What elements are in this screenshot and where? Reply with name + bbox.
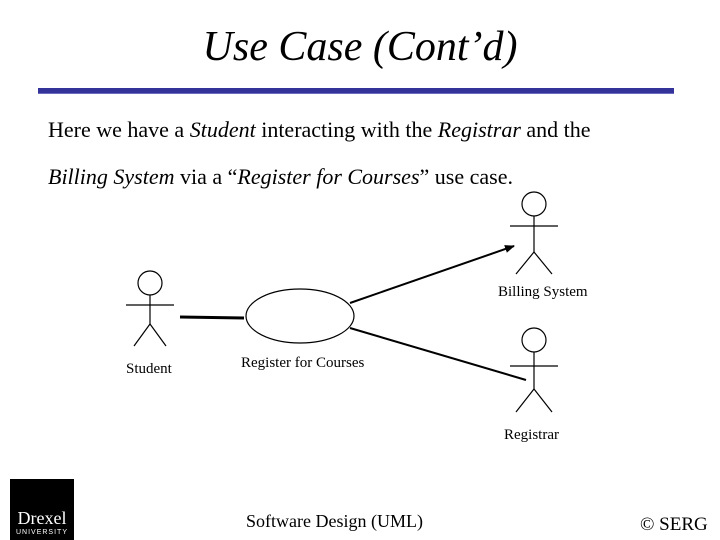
billing-system-label: Billing System [498, 284, 588, 300]
billing-actor-head [521, 191, 547, 217]
student-actor [126, 270, 174, 347]
billing-system-actor [510, 191, 558, 275]
intro-text-5: ” use case. [419, 164, 513, 189]
billing-actor-left-leg [515, 251, 535, 275]
footer-course-title: Software Design (UML) [246, 511, 423, 531]
billing-actor-right-leg [533, 251, 553, 275]
intro-text-1: Here we have a [48, 117, 190, 142]
student-actor-right-leg [149, 323, 167, 347]
register-for-courses-use-case [245, 288, 355, 344]
use-case-to-registrar-association [349, 327, 527, 381]
logo-wordmark: Drexel [17, 508, 67, 528]
intro-billing: Billing System [48, 164, 175, 189]
registrar-label: Registrar [504, 427, 559, 443]
registrar-actor-right-leg [533, 388, 553, 413]
use-case-to-billing-arrow [349, 245, 515, 304]
drexel-logo: Drexel UNIVERSITY [10, 479, 74, 540]
intro-text-3: and the [520, 117, 591, 142]
intro-text-4: via a “ [174, 164, 238, 189]
slide-title: Use Case (Cont’d) [202, 24, 518, 70]
intro-registrar: Registrar [437, 117, 521, 142]
footer-copyright: © SERG [640, 514, 708, 535]
intro-usecase: Register for Courses [237, 164, 420, 189]
intro-paragraph: Here we have a Student interacting with … [48, 106, 688, 200]
registrar-actor-head [521, 327, 547, 353]
logo-subtitle: UNIVERSITY [15, 529, 68, 536]
registrar-actor [510, 327, 558, 413]
intro-student: Student [189, 117, 256, 142]
title-divider [38, 88, 674, 94]
student-actor-left-leg [133, 323, 151, 347]
use-case-label: Register for Courses [241, 355, 365, 371]
student-actor-head [137, 270, 163, 296]
student-to-use-case-association [179, 315, 245, 320]
student-label: Student [126, 361, 172, 377]
intro-text-2: interacting with the [255, 117, 438, 142]
registrar-actor-left-leg [515, 388, 535, 413]
